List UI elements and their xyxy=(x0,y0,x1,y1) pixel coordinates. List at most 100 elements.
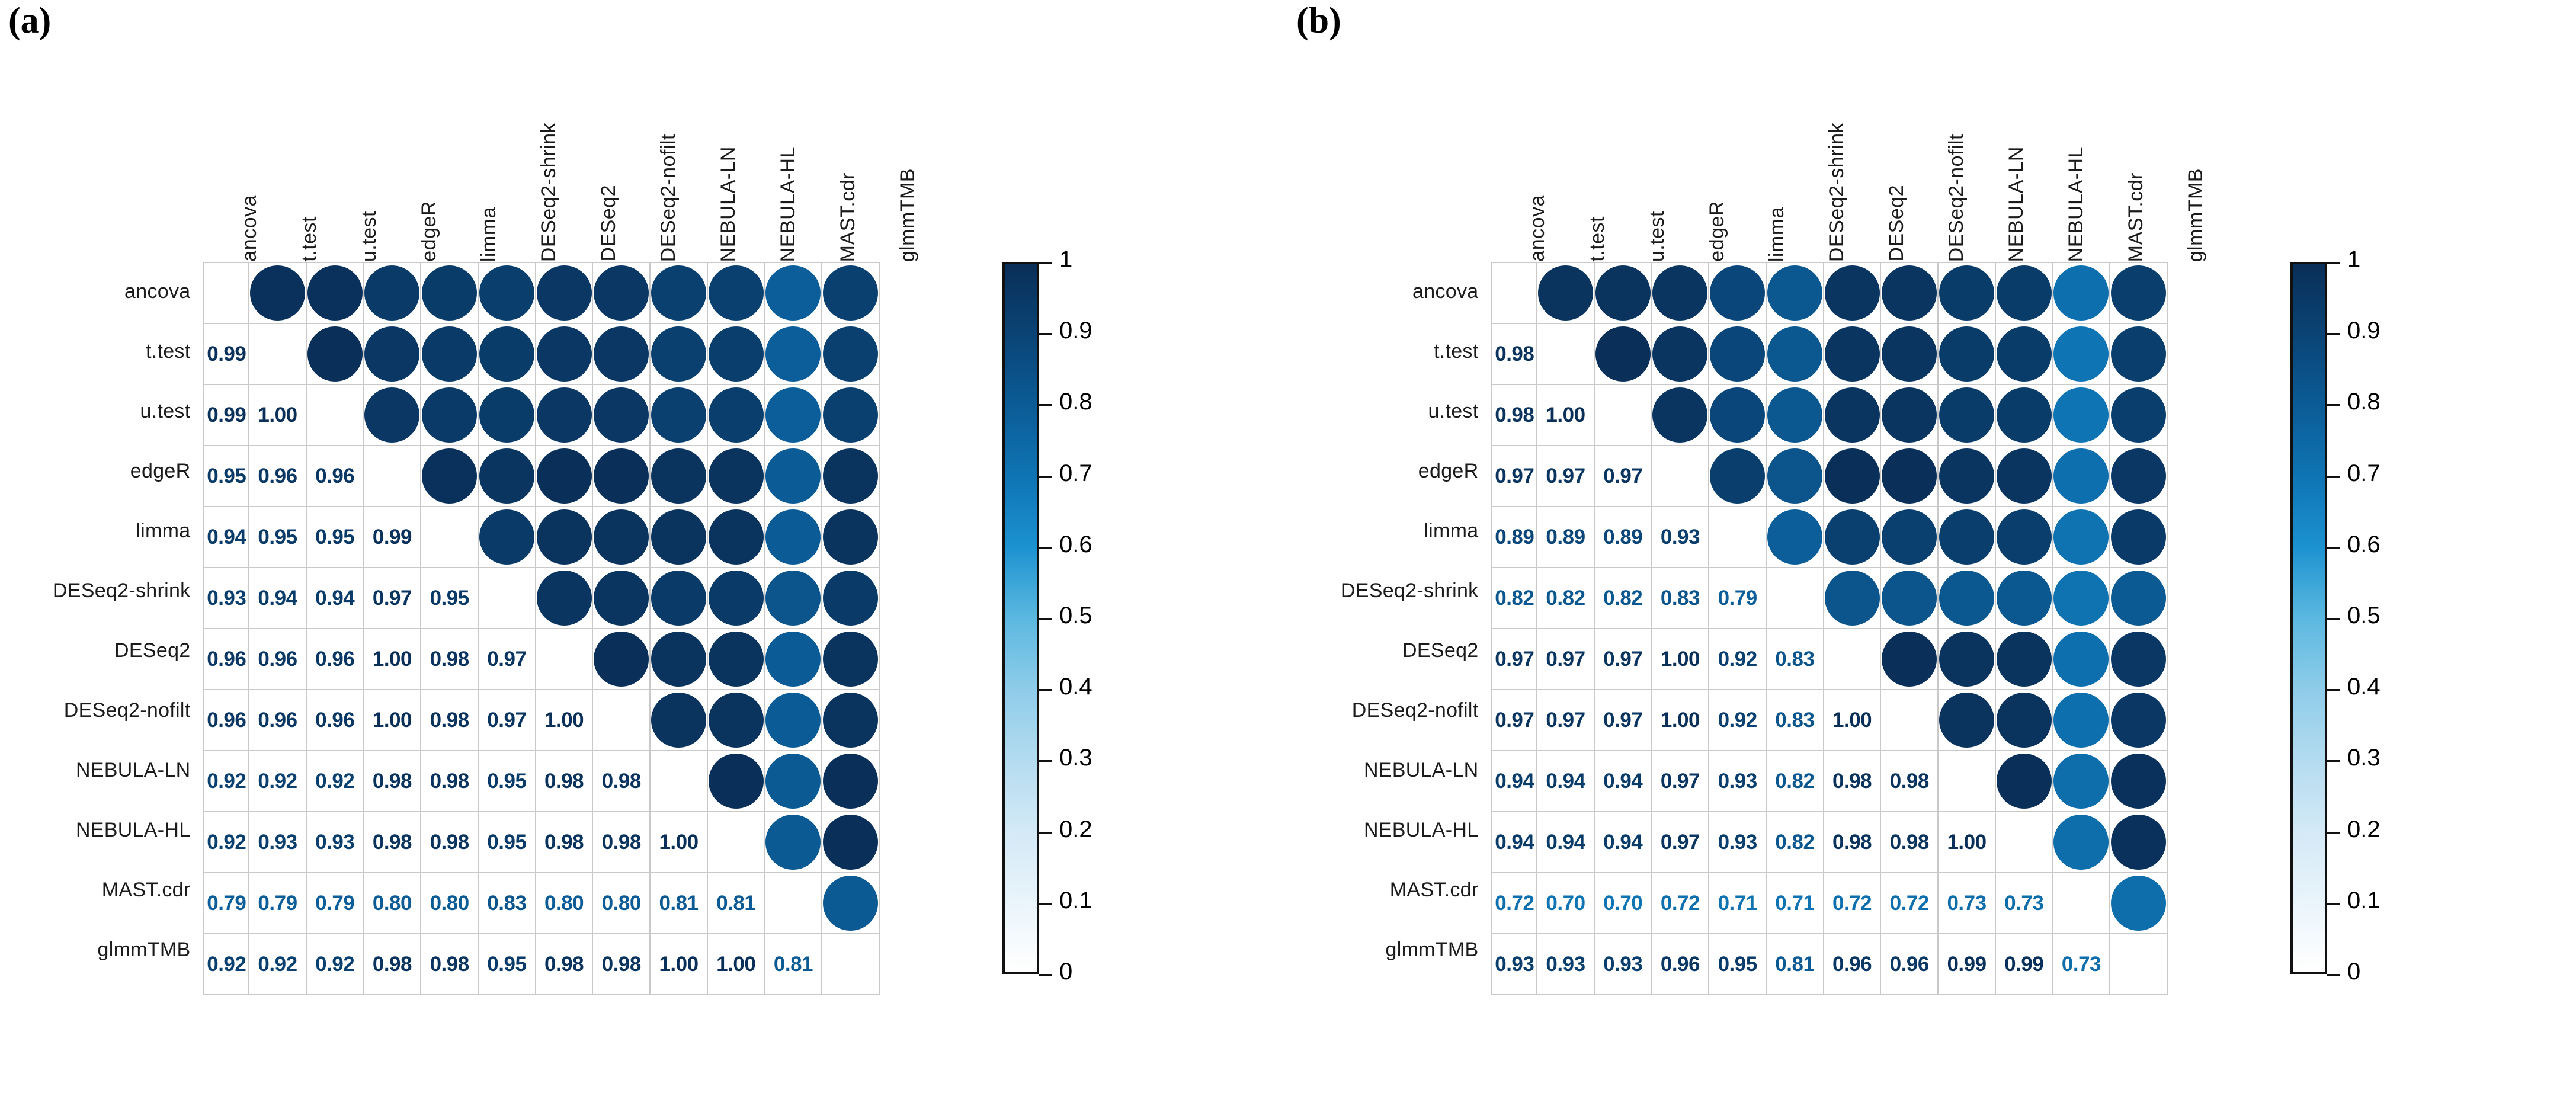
matrix-cell-value: 1.00 xyxy=(649,933,708,995)
matrix-cell-value: 0.98 xyxy=(534,933,594,995)
matrix-cell-bubble xyxy=(2052,628,2111,690)
matrix-cell-bubble xyxy=(478,506,536,568)
matrix-cell-diagonal xyxy=(1880,689,1939,751)
matrix-cell-value: 0.89 xyxy=(1593,506,1652,568)
panel-b-tag: (b) xyxy=(1296,1,1341,41)
matrix-cell-bubble xyxy=(706,750,765,812)
matrix-cell-bubble xyxy=(1937,689,1996,751)
matrix-cell-value: 0.72 xyxy=(1822,872,1882,934)
matrix-cell-value: 0.98 xyxy=(420,689,479,751)
colorbar-tick-label: 1 xyxy=(1059,246,1073,273)
matrix-cell-bubble xyxy=(363,262,422,324)
matrix-cell-value: 0.97 xyxy=(1651,750,1710,812)
matrix-cell-value: 0.98 xyxy=(534,811,594,873)
correlation-bubble xyxy=(1996,448,2052,504)
matrix-cell-bubble xyxy=(1994,262,2053,324)
correlation-bubble xyxy=(708,509,764,565)
matrix-cell-bubble xyxy=(821,567,880,629)
matrix-cell-value: 0.97 xyxy=(1651,811,1710,873)
matrix-cell-value: 0.92 xyxy=(203,750,250,812)
correlation-bubble xyxy=(1882,448,1937,504)
matrix-cell-value: 0.98 xyxy=(363,933,422,995)
row-header-nebula-hl: NEBULA-HL xyxy=(1306,800,1491,860)
colorbar-tick-mark xyxy=(1039,760,1052,762)
correlation-bubble xyxy=(1939,326,1995,382)
matrix-cell-bubble xyxy=(534,323,594,385)
matrix-cell-value: 0.82 xyxy=(1766,811,1824,873)
column-header-label: edgeR xyxy=(1705,201,1728,262)
matrix-cell-value: 0.95 xyxy=(248,506,307,568)
matrix-cell-value: 1.00 xyxy=(1822,689,1882,751)
colorbar-tick-label: 0.9 xyxy=(1059,318,1092,344)
correlation-bubble xyxy=(2053,509,2109,565)
matrix-cell-bubble xyxy=(821,811,880,873)
matrix-cell-value: 0.95 xyxy=(420,567,479,629)
correlation-bubble xyxy=(536,509,592,565)
correlation-bubble xyxy=(594,509,649,565)
correlation-bubble xyxy=(1824,448,1880,504)
matrix-cell-value: 0.94 xyxy=(1593,811,1652,873)
correlation-bubble xyxy=(1824,265,1880,321)
matrix-cell-value: 0.97 xyxy=(363,567,422,629)
matrix-cell-value: 1.00 xyxy=(534,689,594,751)
correlation-bubble xyxy=(2111,571,2167,626)
matrix-cell-value: 0.93 xyxy=(1651,506,1710,568)
matrix-cell-value: 0.96 xyxy=(1651,933,1710,995)
column-header-nebula-ln: NEBULA-LN xyxy=(1986,43,2046,262)
correlation-bubble xyxy=(2053,571,2109,626)
matrix-cell-value: 0.72 xyxy=(1491,872,1538,934)
correlation-bubble xyxy=(2053,632,2109,687)
matrix-cell-value: 0.93 xyxy=(1708,750,1767,812)
matrix-cell-value: 0.98 xyxy=(420,811,479,873)
colorbar-tick-label: 0.1 xyxy=(1059,887,1092,914)
matrix-cell-value: 0.80 xyxy=(363,872,422,934)
correlation-bubble xyxy=(1939,265,1995,321)
row-header-label: NEBULA-HL xyxy=(75,819,191,841)
colorbar-tick-mark xyxy=(1039,476,1052,478)
matrix-cell-bubble xyxy=(1994,323,2053,385)
correlation-bubble xyxy=(765,693,821,748)
matrix-cell-value: 0.99 xyxy=(1994,933,2053,995)
correlation-bubble xyxy=(823,815,879,870)
matrix-cell-value: 0.95 xyxy=(305,506,364,568)
matrix-cell-bubble xyxy=(1536,262,1595,324)
correlation-bubble xyxy=(536,265,592,321)
correlation-bubble xyxy=(594,265,649,321)
matrix-cell-value: 0.92 xyxy=(248,750,307,812)
row-header-label: glmmTMB xyxy=(1385,938,1479,961)
correlation-bubble xyxy=(823,754,879,809)
matrix-cell-diagonal xyxy=(248,323,307,385)
matrix-cell-value: 0.80 xyxy=(534,872,594,934)
colorbar-tick-label: 0.8 xyxy=(1059,389,1092,415)
colorbar-tick-mark xyxy=(2327,262,2340,264)
matrix-cell-value: 0.93 xyxy=(1708,811,1767,873)
matrix-cell-bubble xyxy=(1937,445,1996,507)
correlation-bubble xyxy=(1767,326,1822,382)
matrix-cell-bubble xyxy=(1766,384,1824,446)
column-header-label: u.test xyxy=(357,210,380,262)
column-header-label: DESeq2-nofilt xyxy=(656,133,680,262)
matrix-cell-bubble xyxy=(2109,872,2168,934)
matrix-cell-value: 0.70 xyxy=(1593,872,1652,934)
matrix-cell-bubble xyxy=(2109,445,2168,507)
correlation-bubble xyxy=(1767,448,1822,504)
row-header-label: DESeq2-nofilt xyxy=(1351,699,1479,722)
matrix-cell-value: 0.94 xyxy=(1536,750,1595,812)
panel-a-tag: (a) xyxy=(8,1,52,41)
matrix-cell-diagonal xyxy=(2109,933,2168,995)
matrix-cell-value: 0.92 xyxy=(248,933,307,995)
matrix-cell-bubble xyxy=(1651,384,1710,446)
correlation-bubble xyxy=(708,693,764,748)
colorbar-tick-mark xyxy=(1039,547,1052,549)
matrix-cell-bubble xyxy=(592,567,651,629)
correlation-bubble xyxy=(1996,326,2052,382)
colorbar-tick-mark xyxy=(2327,974,2340,976)
correlation-bubble xyxy=(479,448,534,504)
